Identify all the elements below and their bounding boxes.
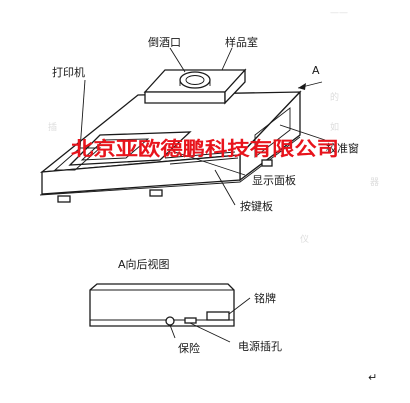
- company-watermark: 北京亚欧德鹏科技有限公司: [71, 137, 339, 160]
- leader-lines-top: [79, 47, 326, 206]
- label-display-panel: 显示面板: [252, 173, 296, 187]
- fuse-holder: [165, 316, 175, 326]
- svg-text:如: 如: [330, 121, 339, 133]
- label-nameplate: 铭牌: [254, 291, 276, 305]
- svg-text:器: 器: [370, 177, 379, 188]
- label-rear-view-title: A向后视图: [118, 257, 170, 271]
- pour-spout-opening: [179, 71, 211, 89]
- label-keypad: 按键板: [240, 199, 273, 213]
- label-printer: 打印机: [52, 65, 85, 79]
- power-socket: [184, 317, 197, 324]
- printer-slot: [53, 147, 102, 171]
- leader-lines-bottom: [169, 297, 251, 343]
- paragraph-mark: ↵: [368, 371, 377, 384]
- label-fuse: 保险: [178, 341, 200, 355]
- label-pour-spout: 倒酒口: [148, 36, 181, 49]
- background-ghost-text: —— 的 如 器 插 仪: [48, 8, 379, 245]
- calibration-window-outline: [254, 107, 291, 158]
- svg-text:仪: 仪: [300, 234, 309, 245]
- instrument-front-face: [41, 154, 241, 195]
- foot-right: [261, 159, 273, 167]
- display-panel-outline: [68, 131, 192, 166]
- instrument-front-view: [39, 68, 302, 203]
- foot-mid: [149, 189, 163, 197]
- instrument-rear-view: [89, 283, 235, 327]
- svg-text:的: 的: [330, 91, 339, 103]
- svg-text:插: 插: [48, 121, 57, 133]
- label-calibration-window: 校准窗: [326, 141, 359, 155]
- label-sample-chamber: 样品室: [225, 35, 258, 49]
- label-view-marker: A: [312, 64, 320, 77]
- svg-text:——: ——: [330, 8, 348, 18]
- nameplate-plate: [206, 311, 230, 321]
- label-power-socket: 电源插孔: [238, 339, 282, 353]
- foot-left: [57, 195, 71, 203]
